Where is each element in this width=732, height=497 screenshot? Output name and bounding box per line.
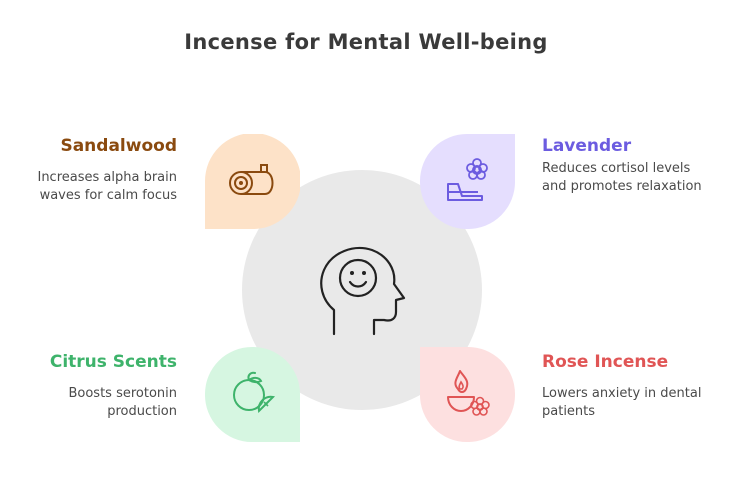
flower-diffuser-icon — [447, 158, 488, 201]
diagram-title: Incense for Mental Well-being — [184, 30, 548, 54]
desc-rose: Lowers anxiety in dental patients — [542, 386, 702, 419]
citrus-icon — [233, 371, 276, 414]
petal-citrus — [205, 347, 300, 442]
label-rose: Rose Incense — [542, 352, 669, 372]
desc-sandalwood: Increases alpha brain waves for calm foc… — [37, 170, 177, 203]
label-sandalwood: Sandalwood — [60, 136, 177, 156]
petal-rose — [420, 347, 515, 442]
log-icon — [229, 164, 274, 195]
desc-citrus: Boosts serotonin production — [68, 386, 177, 419]
desc-lavender: Reduces cortisol levels and promotes rel… — [542, 161, 702, 194]
petal-sandalwood — [205, 134, 300, 229]
petal-lavender — [420, 134, 515, 229]
label-citrus: Citrus Scents — [49, 352, 177, 372]
flame-rose-icon — [447, 370, 490, 416]
head-smile-icon — [320, 246, 406, 336]
label-lavender: Lavender — [542, 136, 632, 156]
